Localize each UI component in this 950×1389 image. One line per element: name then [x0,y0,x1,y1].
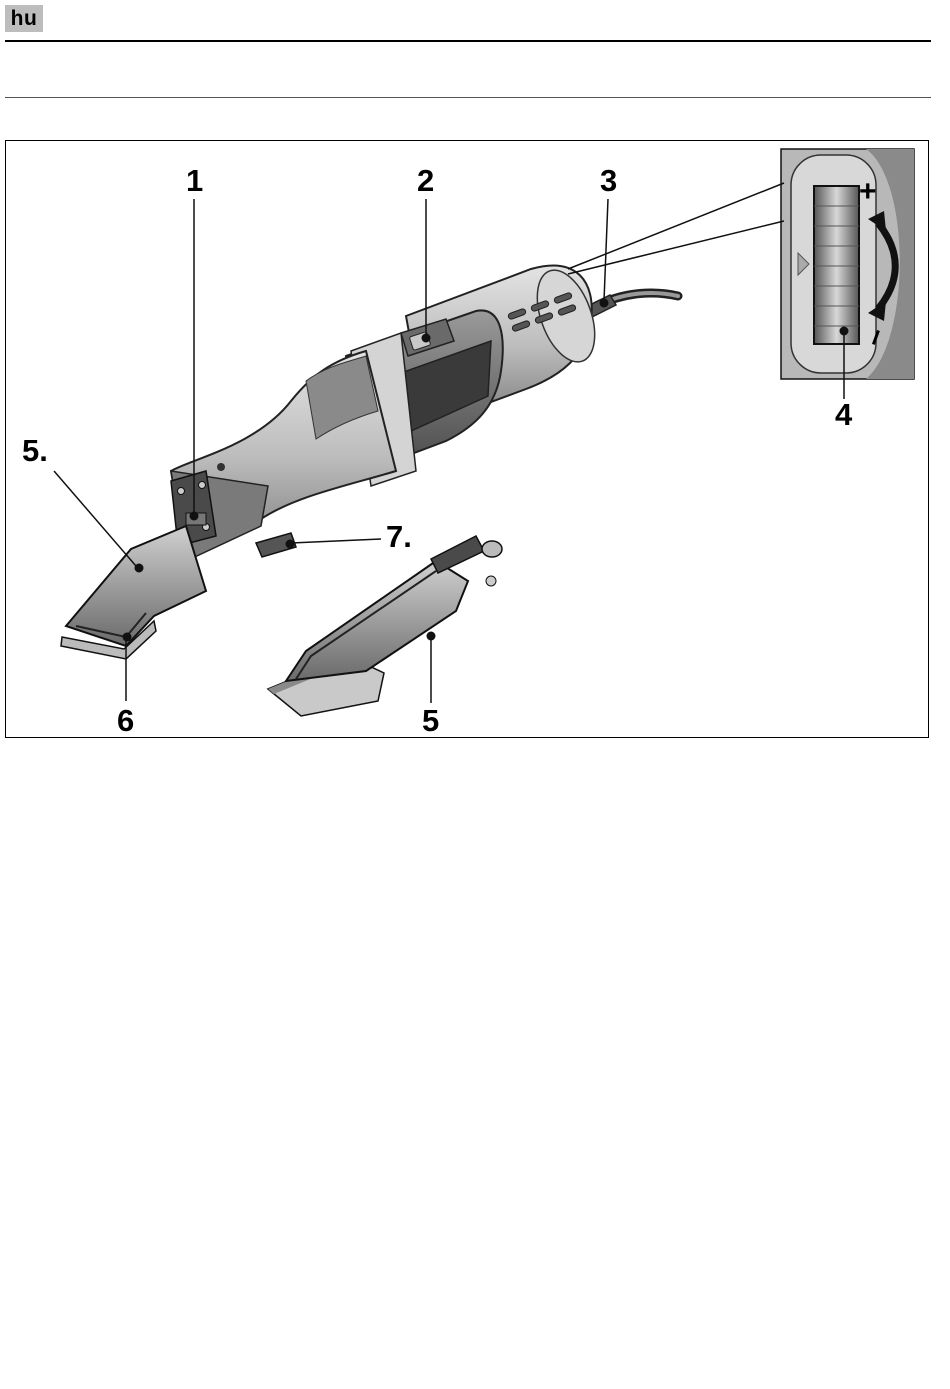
callout-7: 7. [386,521,412,552]
language-badge: hu [5,5,43,32]
callout-5-spare: 5 [422,705,439,736]
callout-2: 2 [417,165,434,196]
callout-4: 4 [835,399,852,430]
dial-plus-sign: + [859,175,877,208]
power-cord [582,293,678,319]
callout-1: 1 [186,165,203,196]
section-rule [5,97,931,98]
tool-illustration: + – [6,141,930,739]
callout-5-mounted: 5. [22,435,48,466]
callout-6: 6 [117,705,134,736]
spare-blade [268,536,502,716]
callout-3: 3 [600,165,617,196]
header-rule [5,40,931,42]
tool-illustration-frame: + – 1 2 3 4 5. 7. 6 5 [5,140,929,738]
mounted-blade [61,526,206,659]
speed-dial-inset [781,149,914,379]
leader-lines [54,183,844,703]
